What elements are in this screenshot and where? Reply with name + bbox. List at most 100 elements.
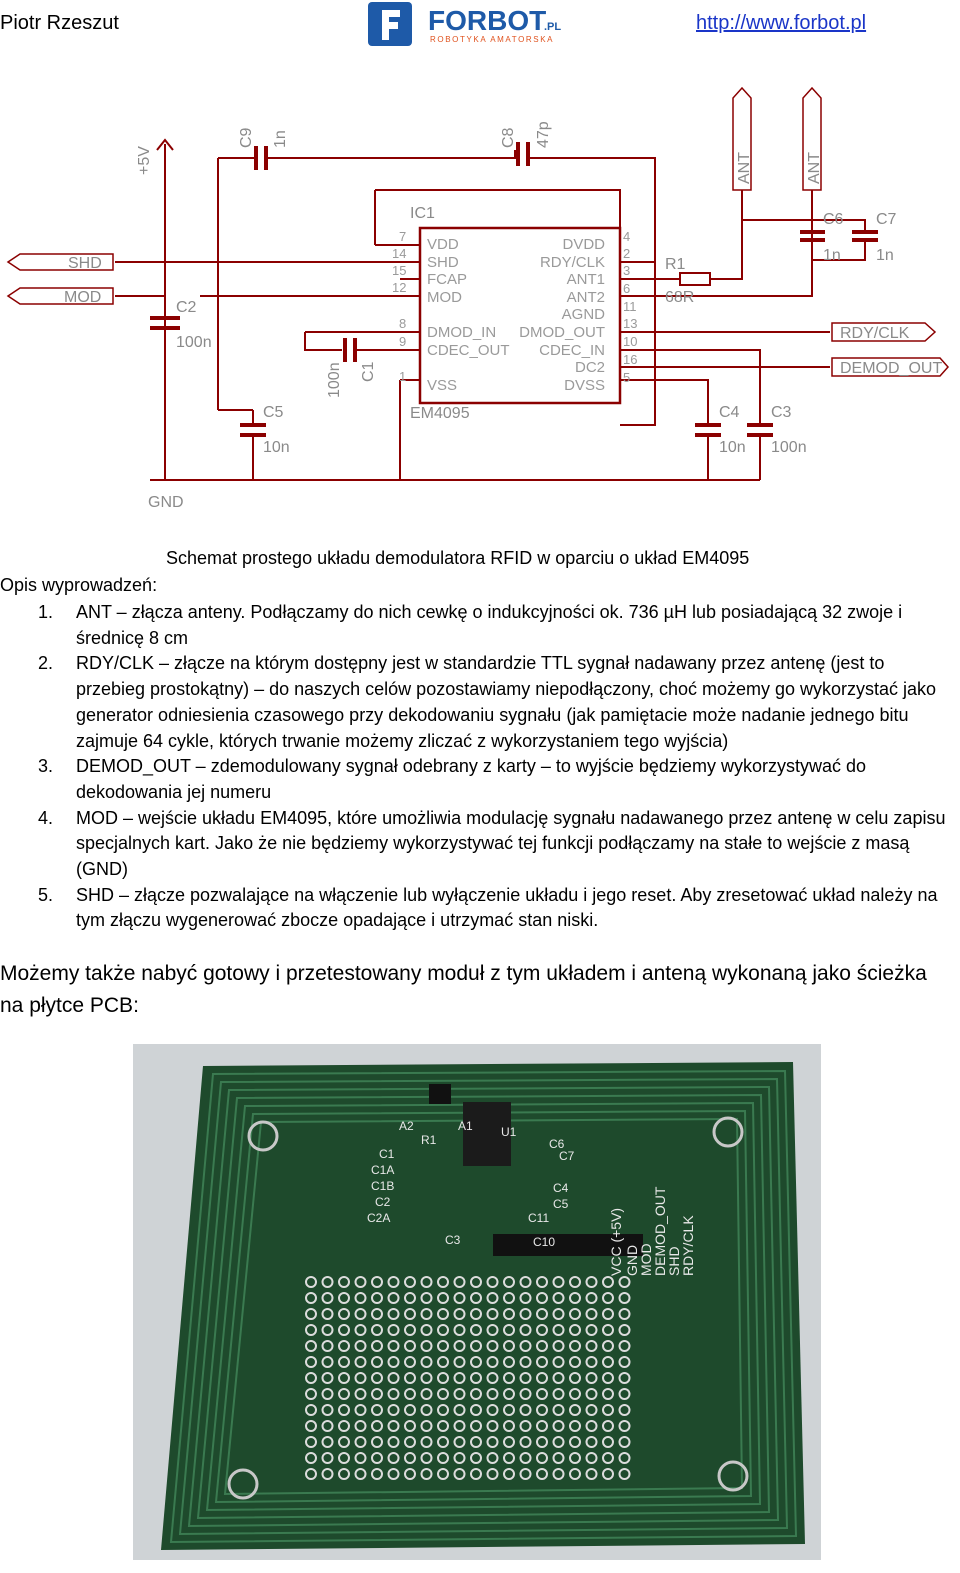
pin-number: 7	[399, 229, 406, 244]
pcb-pad	[618, 1324, 631, 1336]
list-item: 5.SHD – złącze pozwalające na włączenie …	[0, 883, 960, 934]
pin-name: VSS	[427, 377, 457, 394]
pin-number: 2	[623, 246, 630, 261]
pcb-pad	[503, 1308, 515, 1320]
silk-label: A1	[458, 1119, 473, 1133]
pcb-pad	[387, 1388, 400, 1400]
silk-label: C3	[445, 1233, 461, 1247]
pcb-pad	[371, 1452, 383, 1464]
pcb-module-photo: A2 A1 R1 U1 C1 C1A C1B C2 C2A C3 C6 C7 C…	[133, 1044, 821, 1560]
pcb-pad	[404, 1292, 416, 1304]
pcb-pad	[321, 1452, 334, 1464]
pcb-pad	[569, 1388, 581, 1400]
pcb-pad	[585, 1468, 598, 1480]
pcb-pad	[437, 1308, 449, 1320]
pin-name: FCAP	[427, 271, 467, 288]
pcb-pad	[437, 1372, 449, 1384]
pcb-pad	[470, 1388, 482, 1400]
pcb-pad	[618, 1356, 631, 1368]
forbot-logo[interactable]: FORBOT .PL ROBOTYKA AMATORSKA	[368, 2, 578, 46]
pcb-pad	[404, 1452, 416, 1464]
silk-label: C10	[533, 1235, 555, 1249]
pcb-pad	[305, 1388, 317, 1400]
pcb-pad	[404, 1468, 416, 1480]
pcb-pad	[387, 1292, 400, 1304]
pcb-pad	[354, 1308, 367, 1320]
silk-label: C6	[549, 1137, 565, 1151]
pcb-pad	[321, 1324, 334, 1336]
pcb-pad	[420, 1468, 433, 1480]
shd-port-label: SHD	[68, 255, 102, 272]
pcb-pad	[404, 1436, 416, 1448]
pcb-pad	[585, 1308, 598, 1320]
pcb-pad	[470, 1420, 482, 1432]
pcb-pad	[585, 1356, 598, 1368]
c3-plates	[747, 423, 773, 437]
pcb-pad	[387, 1356, 400, 1368]
pcb-pad	[437, 1276, 449, 1288]
component-labels: C9 1n C8 47p C2 100n C1 100n C5 10n C6 1…	[176, 121, 897, 456]
pcb-pad	[486, 1388, 499, 1400]
ic1-left-pins: 7 VDD 14 SHD 15 FCAP 12 MOD 8 DMOD_IN 9 …	[392, 229, 510, 394]
pin-name: DVDD	[562, 236, 605, 253]
pcb-pad	[371, 1276, 383, 1288]
pcb-pad	[470, 1276, 482, 1288]
pcb-pad	[618, 1468, 631, 1480]
pcb-pad	[602, 1340, 614, 1352]
pcb-pad	[321, 1404, 334, 1416]
pcb-pad	[387, 1324, 400, 1336]
pin-number: 16	[623, 352, 637, 367]
pin-name: RDY/CLK	[540, 254, 605, 271]
pcb-pad	[453, 1372, 466, 1384]
pcb-pad	[569, 1420, 581, 1432]
ic1-ref: IC1	[410, 205, 435, 222]
pcb-pad	[585, 1436, 598, 1448]
list-number: 4.	[38, 807, 54, 828]
pcb-pad	[569, 1356, 581, 1368]
pcb-pad	[420, 1436, 433, 1448]
pcb-pad	[420, 1308, 433, 1320]
pcb-pad	[387, 1420, 400, 1432]
pcb-pad	[321, 1388, 334, 1400]
pcb-pad	[354, 1452, 367, 1464]
silk-label: C2	[375, 1195, 391, 1209]
shd-port	[6, 253, 114, 271]
c1-value: 100n	[326, 362, 343, 398]
pcb-pad	[305, 1420, 317, 1432]
pcb-pad	[552, 1404, 565, 1416]
c8-ref: C8	[500, 127, 517, 148]
pcb-pad	[338, 1436, 350, 1448]
pcb-pad	[602, 1356, 614, 1368]
pcb-pad	[503, 1324, 515, 1336]
silk-label: C5	[553, 1197, 569, 1211]
pcb-pad	[470, 1308, 482, 1320]
mounting-holes	[227, 1116, 749, 1500]
list-text: RDY/CLK – złącze na którym dostępny jest…	[76, 653, 937, 751]
ic1-body	[418, 226, 622, 405]
pcb-pad	[371, 1356, 383, 1368]
silk-label: C1A	[371, 1163, 394, 1177]
silk-label: C2A	[367, 1211, 390, 1225]
silk-label: U1	[501, 1125, 517, 1139]
c4-value: 10n	[719, 439, 746, 456]
pcb-pad	[618, 1276, 631, 1288]
mod-port-label: MOD	[64, 289, 101, 306]
pin-header	[493, 1234, 643, 1256]
pcb-pad	[321, 1276, 334, 1288]
pcb-pad	[618, 1452, 631, 1464]
pcb-pad	[470, 1340, 482, 1352]
pcb-pad	[618, 1372, 631, 1384]
pcb-pad	[453, 1276, 466, 1288]
c8-value: 47p	[535, 121, 552, 148]
pcb-pad	[618, 1420, 631, 1432]
pin-name: VDD	[427, 236, 459, 253]
pcb-pad	[354, 1372, 367, 1384]
pcb-pad	[618, 1340, 631, 1352]
pin-name: MOD	[427, 289, 462, 306]
pcb-pad	[338, 1276, 350, 1288]
pcb-pad	[569, 1436, 581, 1448]
pcb-pad	[602, 1372, 614, 1384]
pcb-pad	[536, 1276, 548, 1288]
site-link[interactable]: http://www.forbot.pl	[696, 12, 867, 34]
pcb-pad	[387, 1308, 400, 1320]
